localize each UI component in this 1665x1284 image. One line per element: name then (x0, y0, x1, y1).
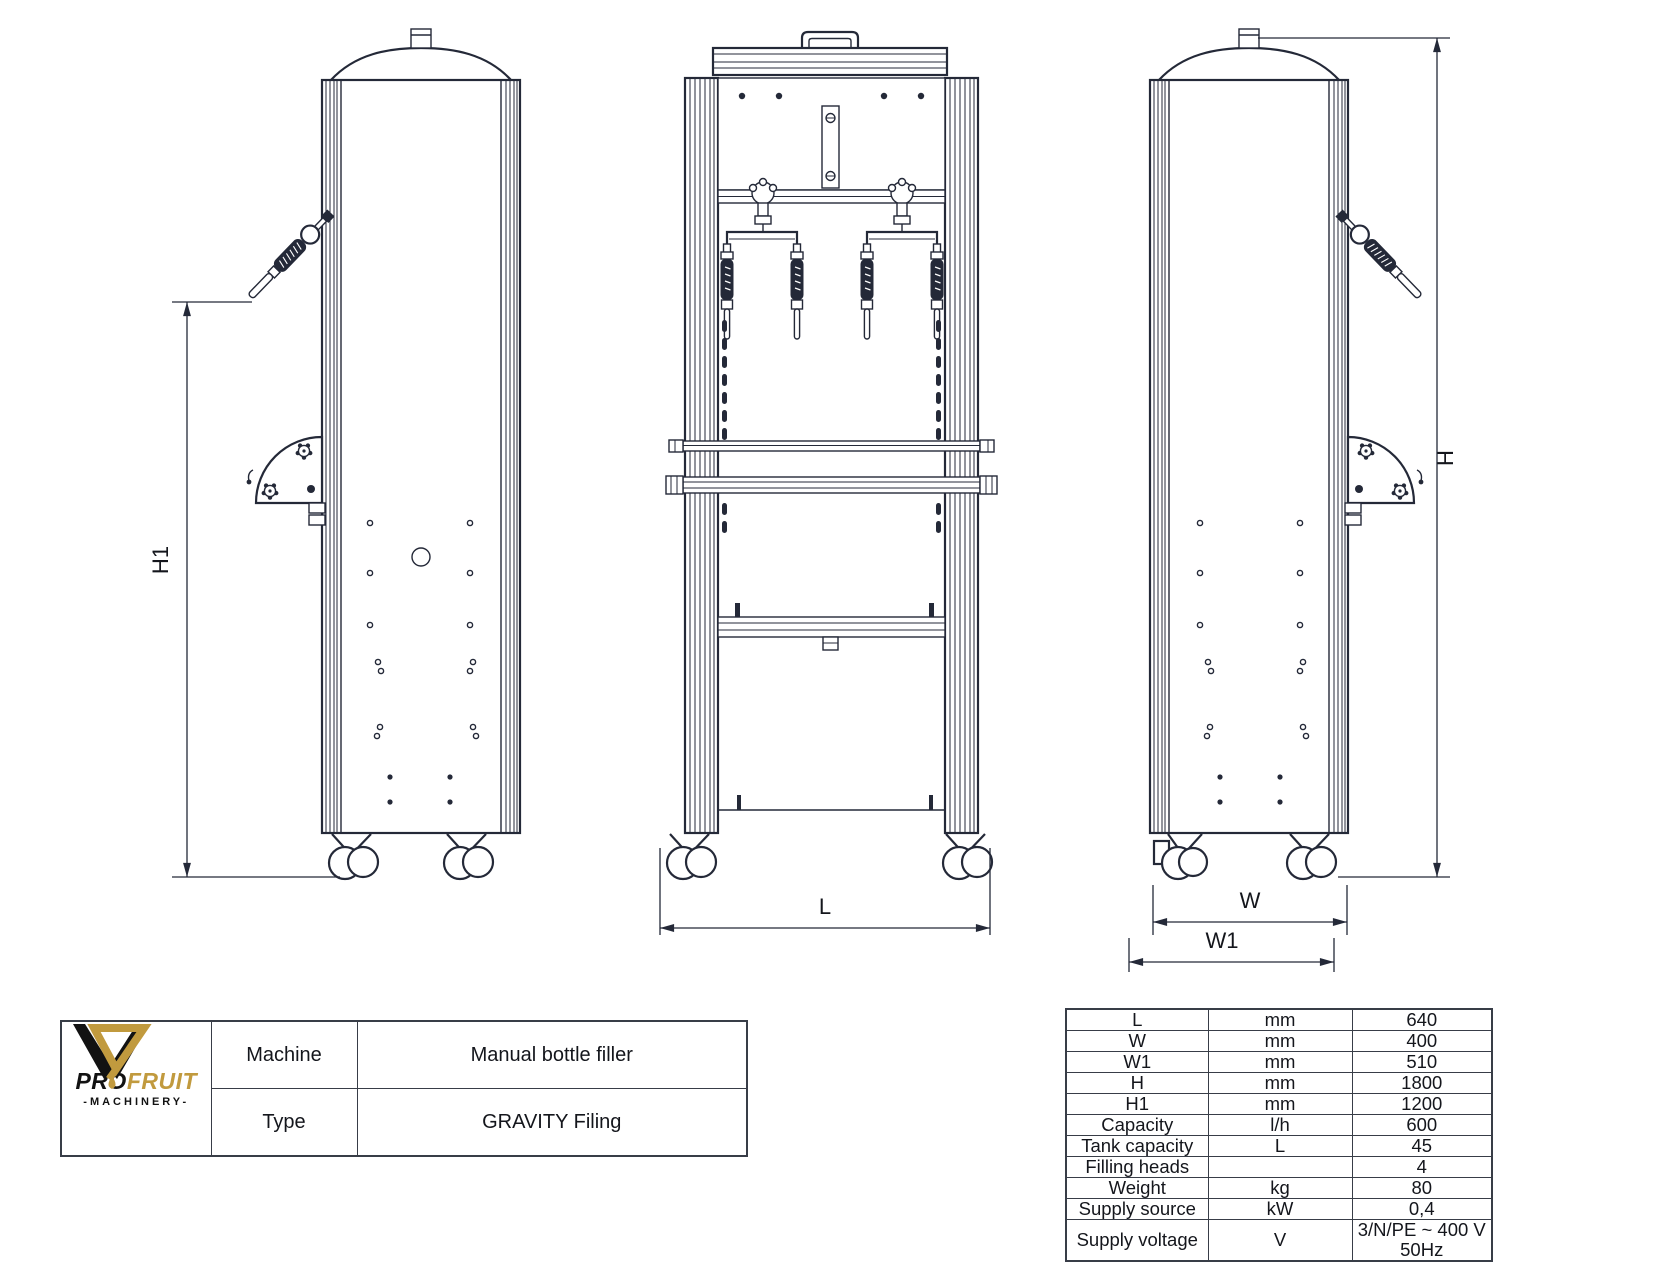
filling-valve (887, 177, 917, 233)
panel-holes (366, 519, 480, 805)
right-side-view (1148, 28, 1428, 881)
spec-value: 0,4 (1351, 1198, 1493, 1220)
caster-wheel (665, 832, 718, 881)
caster-wheel (1285, 832, 1338, 881)
spec-label: Supply voltage (1065, 1218, 1209, 1262)
profruit-logo-icon (73, 1024, 152, 1089)
dimension-h: H (1258, 37, 1458, 878)
spec-label: H1 (1065, 1093, 1209, 1115)
profruit-logo: PROFRUIT -MACHINERY- (62, 1024, 211, 1108)
filling-nozzle (859, 243, 875, 340)
spec-unit: V (1207, 1218, 1353, 1262)
tank-dome (330, 46, 512, 81)
spec-unit: mm (1207, 1093, 1353, 1115)
info-label-machine: Machine (210, 1020, 358, 1089)
nozzle-bracket-bar (725, 230, 799, 247)
spec-value: 1200 (1351, 1093, 1493, 1115)
dim-label-h: H (1433, 450, 1458, 466)
bottle-support-bracket (1344, 435, 1424, 526)
info-value-type: GRAVITY Filing (356, 1088, 748, 1157)
dimension-w: W (1152, 885, 1348, 935)
spec-label: L (1065, 1008, 1209, 1031)
spec-label: Supply source (1065, 1198, 1209, 1220)
spec-unit: mm (1207, 1051, 1353, 1073)
filling-nozzle (789, 243, 805, 340)
spec-value: 45 (1351, 1135, 1493, 1157)
spec-value: 600 (1351, 1114, 1493, 1136)
logo-cell: PROFRUIT -MACHINERY- (60, 1020, 212, 1157)
filling-valve (748, 177, 778, 233)
dimension-l: L (659, 848, 991, 935)
brand-subtitle: -MACHINERY- (83, 1095, 190, 1108)
spec-value: 1800 (1351, 1072, 1493, 1094)
dim-label-l: L (819, 894, 831, 919)
spec-value: 3/N/PE ~ 400 V 50Hz (1351, 1218, 1493, 1262)
spec-label: Weight (1065, 1177, 1209, 1199)
spec-value: 4 (1351, 1156, 1493, 1178)
lid-handle (800, 30, 860, 48)
front-view (665, 30, 998, 881)
spec-unit: kW (1207, 1198, 1353, 1220)
dimension-w1: W1 (1128, 928, 1335, 972)
machine-info-table: PROFRUIT -MACHINERY- Machine Manual bott… (60, 1020, 748, 1157)
spec-value: 400 (1351, 1030, 1493, 1052)
info-row-type: Type GRAVITY Filing (61, 1088, 748, 1157)
spec-label: W1 (1065, 1051, 1209, 1073)
caster-wheel (442, 832, 495, 881)
dome-cap (1238, 28, 1260, 49)
caster-wheel (1152, 832, 1209, 881)
spec-label: Tank capacity (1065, 1135, 1209, 1157)
dim-label-w: W (1240, 888, 1261, 913)
droplet-icon (108, 1076, 116, 1089)
spec-row: Filling heads 4 (1065, 1156, 1493, 1178)
spec-unit: kg (1207, 1177, 1353, 1199)
dome-cap (410, 28, 432, 49)
spec-unit: l/h (1207, 1114, 1353, 1136)
spec-unit: L (1207, 1135, 1353, 1157)
brand-fruit: FRUIT (126, 1067, 198, 1094)
tank-dome (1158, 46, 1340, 81)
machine-drawing: H1 L W W1 H (148, 28, 1458, 972)
spec-unit: mm (1207, 1072, 1353, 1094)
frame-slots (722, 320, 941, 533)
spec-unit: mm (1207, 1030, 1353, 1052)
caster-wheel (941, 832, 994, 881)
info-row-machine: PROFRUIT -MACHINERY- Machine Manual bott… (60, 1020, 748, 1157)
adjustable-crossbars (665, 439, 998, 495)
info-label-type: Type (210, 1088, 358, 1157)
bottle-support-bracket (246, 435, 326, 526)
nozzle-bracket-bar (865, 230, 939, 247)
left-side-view (242, 28, 522, 881)
spec-value: 80 (1351, 1177, 1493, 1199)
dim-label-h1: H1 (148, 546, 173, 574)
spec-label: Filling heads (1065, 1156, 1209, 1178)
spec-unit (1207, 1156, 1353, 1178)
spec-label: Capacity (1065, 1114, 1209, 1136)
spec-value: 640 (1351, 1008, 1493, 1031)
dimension-h1: H1 (148, 301, 340, 878)
dim-label-w1: W1 (1206, 928, 1239, 953)
level-sight-glass (821, 105, 840, 189)
spec-unit: mm (1207, 1008, 1353, 1031)
bottle-shelf (717, 493, 946, 811)
panel-holes (1196, 519, 1310, 805)
spec-value: 510 (1351, 1051, 1493, 1073)
spec-label: W (1065, 1030, 1209, 1052)
caster-wheel (327, 832, 380, 881)
spec-label: H (1065, 1072, 1209, 1094)
info-value-machine: Manual bottle filler (356, 1020, 748, 1089)
